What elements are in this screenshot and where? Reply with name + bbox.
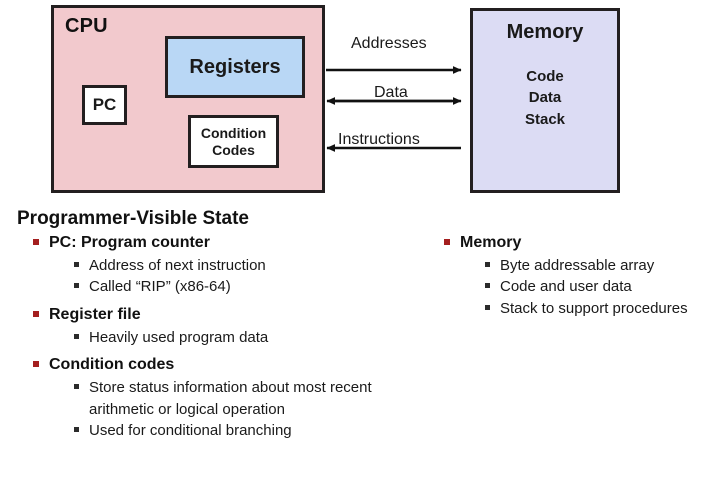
memory-block-title: Memory [506, 21, 584, 43]
sub-bullet-label: Stack to support procedures [500, 298, 704, 319]
bullet-condition-codes-children: Store status information about most rece… [49, 377, 417, 441]
sub-bullet-label: Byte addressable array [500, 255, 704, 276]
bullet-register-file-label: Register file [49, 303, 417, 326]
architecture-diagram: CPU PC Registers Condition Codes Memory … [0, 0, 704, 200]
registers-label: Registers [189, 55, 281, 78]
sub-bullet: Byte addressable array [484, 255, 704, 276]
sub-bullet: Stack to support procedures [484, 298, 704, 319]
section-title: Programmer-Visible State [17, 208, 249, 229]
bullet-pc-children: Address of next instruction Called “RIP”… [49, 255, 417, 298]
memory-block: Memory Code Data Stack [470, 8, 620, 193]
sub-bullet-label: Used for conditional branching [89, 420, 417, 441]
bus-label-data: Data [374, 84, 408, 101]
sub-bullet-label: Called “RIP” (x86-64) [89, 276, 417, 297]
slide-body: Programmer-Visible State PC: Program cou… [0, 203, 704, 487]
bus-arrows [326, 66, 462, 152]
left-bullet-list: PC: Program counter Address of next inst… [17, 231, 417, 441]
condition-codes-label-line2: Codes [212, 141, 255, 158]
pc-register-label: PC [92, 95, 117, 114]
sub-bullet: Called “RIP” (x86-64) [73, 276, 417, 297]
bus-label-instructions: Instructions [338, 131, 420, 148]
bullet-register-file-children: Heavily used program data [49, 327, 417, 348]
right-bullet-list: Memory Byte addressable array Code and u… [428, 231, 704, 319]
memory-content-stack: Stack [524, 110, 566, 128]
memory-contents-list: Code Data Stack [525, 66, 565, 130]
left-bullet-column: PC: Program counter Address of next inst… [17, 231, 417, 446]
registers-block: Registers [165, 36, 305, 98]
sub-bullet: Heavily used program data [73, 327, 417, 348]
sub-bullet: Code and user data [484, 276, 704, 297]
sub-bullet: Store status information about most rece… [73, 377, 417, 420]
memory-content-code: Code [526, 68, 564, 85]
sub-bullet-label: Heavily used program data [89, 327, 417, 348]
bullet-memory: Memory Byte addressable array Code and u… [444, 231, 704, 319]
pc-register-block: PC [82, 85, 127, 125]
sub-bullet-label: Code and user data [500, 276, 704, 297]
bullet-register-file: Register file Heavily used program data [33, 303, 417, 348]
bus-label-addresses: Addresses [351, 35, 427, 52]
bullet-pc-label: PC: Program counter [49, 231, 417, 254]
sub-bullet: Used for conditional branching [73, 420, 417, 441]
bullet-memory-label: Memory [460, 231, 704, 254]
sub-bullet-label: Address of next instruction [89, 255, 417, 276]
bullet-condition-codes: Condition codes Store status information… [33, 353, 417, 441]
bullet-pc: PC: Program counter Address of next inst… [33, 231, 417, 298]
bullet-condition-codes-label: Condition codes [49, 353, 417, 376]
cpu-block-title: CPU [65, 15, 108, 37]
bullet-memory-children: Byte addressable array Code and user dat… [460, 255, 704, 319]
sub-bullet-label: Store status information about most rece… [89, 377, 417, 420]
condition-codes-block: Condition Codes [188, 115, 279, 168]
sub-bullet: Address of next instruction [73, 255, 417, 276]
right-bullet-column: Memory Byte addressable array Code and u… [428, 231, 704, 324]
condition-codes-label-line1: Condition [200, 125, 267, 142]
memory-content-data: Data [528, 89, 562, 107]
